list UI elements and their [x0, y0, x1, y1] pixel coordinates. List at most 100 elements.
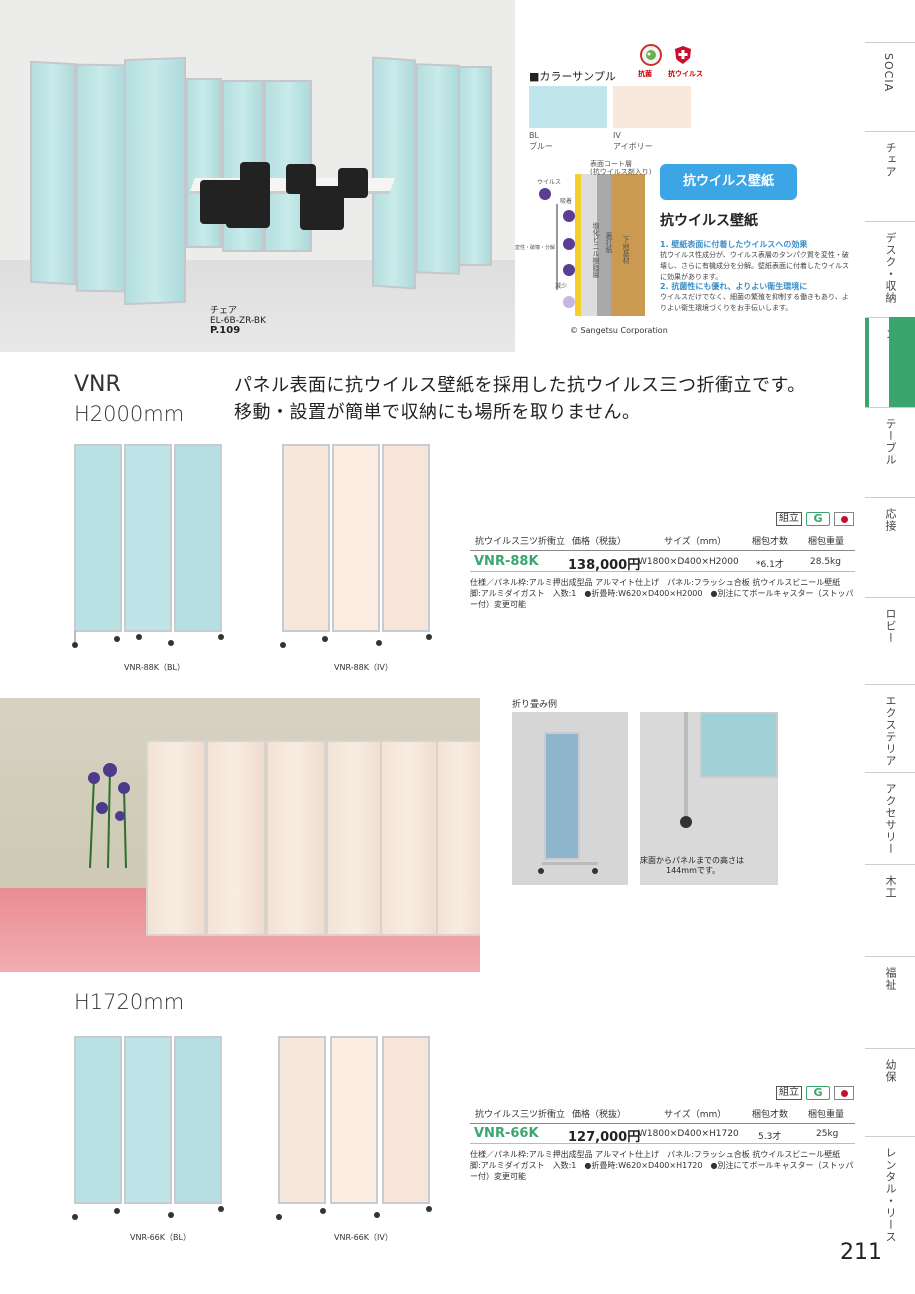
- photo-chair: [226, 184, 270, 228]
- spec2-note: 仕様／パネル枠:アルミ押出成型品 アルマイト仕上げ パネル:フラッシュ合板 抗ウ…: [470, 1150, 854, 1181]
- antiviral-badge-icon: [672, 44, 694, 66]
- headline-line2: 移動・設置が簡単で収納にも場所を取りません。: [234, 402, 641, 423]
- diagram-virus-label: ウイルス: [537, 179, 562, 186]
- active-indicator: [865, 318, 869, 407]
- spec1-header-weight: 梱包重量: [808, 537, 845, 547]
- screen-panel: [382, 1036, 430, 1204]
- product-vnr88k-iv[interactable]: [280, 444, 434, 649]
- screen-wheel: [374, 1212, 380, 1218]
- assembly-mark: 組立: [776, 1086, 802, 1100]
- room-panel: [146, 740, 206, 936]
- hero-caption: チェア EL-6B-ZR-BK P.109: [210, 306, 266, 336]
- spec2-header-size: サイズ（mm）: [664, 1110, 727, 1120]
- tab-rental-lease[interactable]: レンタル・リース: [865, 1136, 915, 1268]
- spec2-header-packages: 梱包才数: [752, 1110, 789, 1120]
- photo-panel: [30, 60, 76, 286]
- product-vnr88k-bl[interactable]: [72, 444, 226, 649]
- point2-text: ウイルスだけでなく、細菌の繁殖を抑制する働きもあり、よりよい衛生環境づくりをお手…: [660, 293, 849, 312]
- swatch-ivory[interactable]: [613, 86, 691, 128]
- hero-photo: チェア EL-6B-ZR-BK P.109: [0, 0, 515, 352]
- photo-panel: [458, 66, 492, 266]
- green-g-mark-icon: G: [806, 1086, 830, 1100]
- folded-screen-photo: [512, 712, 628, 885]
- diagram-vinyl-label: 塩化ビニル樹脂層: [592, 222, 600, 278]
- green-g-mark-icon: G: [806, 512, 830, 526]
- spec1-weight: 28.5kg: [810, 557, 841, 567]
- screen-wheel: [114, 1208, 120, 1214]
- point2-title: 2. 抗菌性にも優れ、よりよい衛生環境に: [660, 282, 808, 291]
- tab-nursery[interactable]: 幼保: [865, 1048, 915, 1136]
- fold-note: 床面からパネルまでの高さは 144mmです。: [640, 856, 744, 875]
- japan-flag-icon: [834, 512, 854, 526]
- screen-panel: [74, 444, 122, 632]
- screen-wheel: [322, 636, 328, 642]
- spec2-header-price: 価格（税抜）: [572, 1110, 627, 1120]
- point1-title: 1. 壁紙表面に付着したウイルスへの効果: [660, 240, 808, 249]
- screen-panel: [278, 1036, 326, 1204]
- antiviral-badge-label: 抗ウイルス: [668, 70, 703, 78]
- tab-lobby[interactable]: ロビー: [865, 597, 915, 684]
- diagram-adsorb-label: 吸着: [560, 198, 573, 205]
- screen-wheel: [168, 1212, 174, 1218]
- screen-panel: [332, 444, 380, 632]
- tab-reception[interactable]: 応接: [865, 497, 915, 597]
- japan-flag-icon: [834, 1086, 854, 1100]
- antiviral-wallpaper-button[interactable]: 抗ウイルス壁紙: [660, 164, 797, 200]
- spec1-note: 仕様／パネル枠:アルミ押出成型品 アルマイト仕上げ パネル:フラッシュ合板 抗ウ…: [470, 578, 854, 609]
- screen-wheel: [168, 640, 174, 646]
- tab-accessory[interactable]: アクセサリー: [865, 772, 915, 864]
- spec1-header-price: 価格（税抜）: [572, 537, 627, 547]
- tab-woodwork[interactable]: 木工: [865, 864, 915, 956]
- photo-chair: [300, 186, 344, 230]
- sangetsu-credit: © Sangetsu Corporation: [570, 326, 668, 335]
- swatch-blue[interactable]: [529, 86, 607, 128]
- screen-wheel: [426, 634, 432, 640]
- room-photo: [0, 698, 480, 972]
- point1-text: 抗ウイルス性成分が、ウイルス表層のタンパク質を変性・破壊し、さらに有機成分を分解…: [660, 251, 849, 281]
- spec2-size: W1800×D400×H1720: [638, 1129, 739, 1139]
- antiviral-heading: 抗ウイルス壁紙: [660, 213, 758, 229]
- spec1-divider-bottom: [470, 571, 855, 572]
- product-vnr66k-bl[interactable]: [72, 1036, 226, 1220]
- caption-page-ref[interactable]: P.109: [210, 325, 241, 336]
- assembly-mark: 組立: [776, 512, 802, 526]
- screen-panel: [124, 444, 172, 632]
- room-panel: [266, 740, 326, 936]
- wallpaper-layer-diagram: [525, 160, 645, 338]
- screen-panel: [174, 444, 222, 632]
- caption-chair-label: チェア: [210, 306, 238, 316]
- screen-wheel: [280, 642, 286, 648]
- iris-painting: [88, 763, 130, 868]
- spec2-divider: [470, 1123, 855, 1124]
- spec1-size: W1800×D400×H2000: [638, 557, 739, 567]
- diagram-base-label: 下地基材: [622, 236, 630, 264]
- photo-panel: [124, 56, 186, 306]
- screen-wheel: [426, 1206, 432, 1212]
- photo-panel: [76, 63, 126, 293]
- height-label-1720: H1720mm: [74, 990, 185, 1014]
- tab-chair[interactable]: チェア: [865, 131, 915, 221]
- antibacterial-badge-label: 抗菌: [638, 70, 652, 78]
- swatch-blue-label: BL ブルー: [529, 131, 553, 151]
- model-name: VNR: [74, 372, 121, 397]
- diagram-coat-label: 表面コート層 (抗ウイルス剤入り): [590, 160, 652, 176]
- caption-chair-code: EL-6B-ZR-BK: [210, 316, 266, 326]
- tab-table[interactable]: テーブル: [865, 407, 915, 497]
- height-label-2000: H2000mm: [74, 402, 185, 426]
- spec2-packages: 5.3才: [758, 1132, 782, 1142]
- tab-welfare[interactable]: 福祉: [865, 956, 915, 1048]
- screen-panel: [174, 1036, 222, 1204]
- screen-wheel: [376, 640, 382, 646]
- caption-vnr66k-iv: VNR-66K（IV）: [334, 1233, 393, 1242]
- spec2-price: 127,000円: [568, 1130, 641, 1145]
- tab-socia[interactable]: SOCIA: [865, 42, 915, 131]
- partition-tab-highlight: [889, 317, 915, 407]
- screen-wheel: [136, 634, 142, 640]
- tab-desk-storage[interactable]: デスク・収納: [865, 221, 915, 317]
- color-sample-title: ■カラーサンプル: [529, 70, 616, 83]
- room-panel: [380, 740, 440, 936]
- product-vnr66k-iv[interactable]: [276, 1036, 434, 1220]
- spec2-weight: 25kg: [816, 1129, 839, 1139]
- tab-exterior[interactable]: エクステリア: [865, 684, 915, 772]
- spec2-header-weight: 梱包重量: [808, 1110, 845, 1120]
